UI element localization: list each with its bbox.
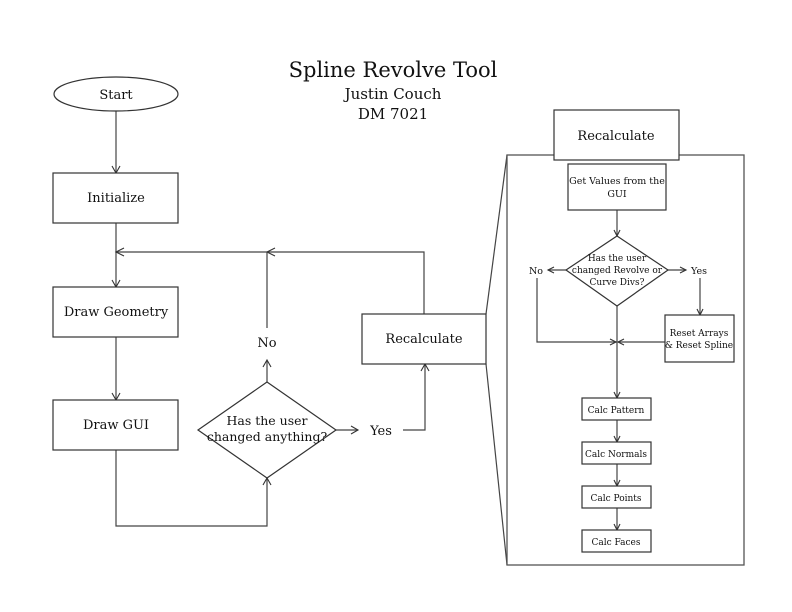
node-draw-gui-label: Draw GUI (83, 418, 149, 433)
edge-yes-recalculate (403, 364, 426, 431)
detail-decision-line1: Has the user (588, 254, 647, 264)
node-start: Start (53, 76, 179, 112)
arrowhead (546, 266, 555, 274)
calc-pattern-label: Calc Pattern (588, 406, 645, 416)
node-initialize-label: Initialize (87, 191, 145, 206)
decision-label-line2: changed anything? (207, 429, 328, 444)
detail-branch-no: No (529, 266, 543, 277)
node-draw-gui: Draw GUI (52, 399, 179, 451)
edge-no-merge (536, 278, 617, 343)
calc-points-label: Calc Points (590, 494, 641, 504)
reset-line1: Reset Arrays (670, 329, 729, 339)
edge-loop-back (116, 251, 425, 314)
edge-drawgui-decision (115, 450, 268, 527)
arrowhead (609, 338, 618, 346)
node-calc-pattern: Calc Pattern (581, 397, 652, 421)
decision-label-line1: Has the user (226, 413, 307, 428)
detail-header-label: Recalculate (577, 129, 654, 144)
node-calc-normals: Calc Normals (581, 441, 652, 465)
node-initialize: Initialize (52, 172, 179, 224)
diagram-author: Justin Couch (343, 85, 442, 103)
detail-header-recalculate: Recalculate (553, 109, 680, 161)
node-decision-changed: Has the user changed anything? (196, 381, 338, 479)
node-draw-geometry: Draw Geometry (52, 286, 179, 338)
node-calc-faces: Calc Faces (581, 529, 652, 553)
detail-branch-yes: Yes (690, 266, 707, 277)
node-decision-revolve: Has the user changed Revolve or Curve Di… (564, 235, 670, 307)
node-get-values: Get Values from the GUI (567, 163, 667, 211)
calc-faces-label: Calc Faces (591, 538, 640, 548)
arrowhead (114, 247, 125, 257)
detail-decision-line3: Curve Divs? (590, 278, 645, 288)
node-recalculate: Recalculate (361, 313, 487, 365)
node-reset-arrays: Reset Arrays & Reset Spline (664, 314, 735, 363)
detail-decision-line2: changed Revolve or (572, 266, 663, 276)
main-flow-edges (111, 106, 508, 566)
reset-line2: & Reset Spline (665, 341, 733, 351)
calc-normals-label: Calc Normals (585, 450, 647, 460)
branch-label-yes: Yes (369, 424, 392, 439)
get-values-line2: GUI (607, 189, 627, 200)
node-start-label: Start (99, 88, 133, 103)
get-values-line1: Get Values from the (569, 176, 665, 187)
detail-flow-edges (536, 210, 704, 532)
zoom-connector-bottom (485, 363, 508, 566)
node-calc-points: Calc Points (581, 485, 652, 509)
arrowhead (350, 425, 360, 435)
zoom-connector-top (485, 154, 508, 315)
node-recalculate-label: Recalculate (385, 332, 462, 347)
node-draw-geometry-label: Draw Geometry (64, 305, 169, 320)
arrowhead (616, 338, 625, 346)
arrowhead (679, 266, 688, 274)
arrowhead (262, 358, 272, 368)
branch-label-no: No (257, 336, 276, 351)
diagram-course: DM 7021 (358, 105, 428, 123)
diagram-title: Spline Revolve Tool (289, 58, 498, 82)
